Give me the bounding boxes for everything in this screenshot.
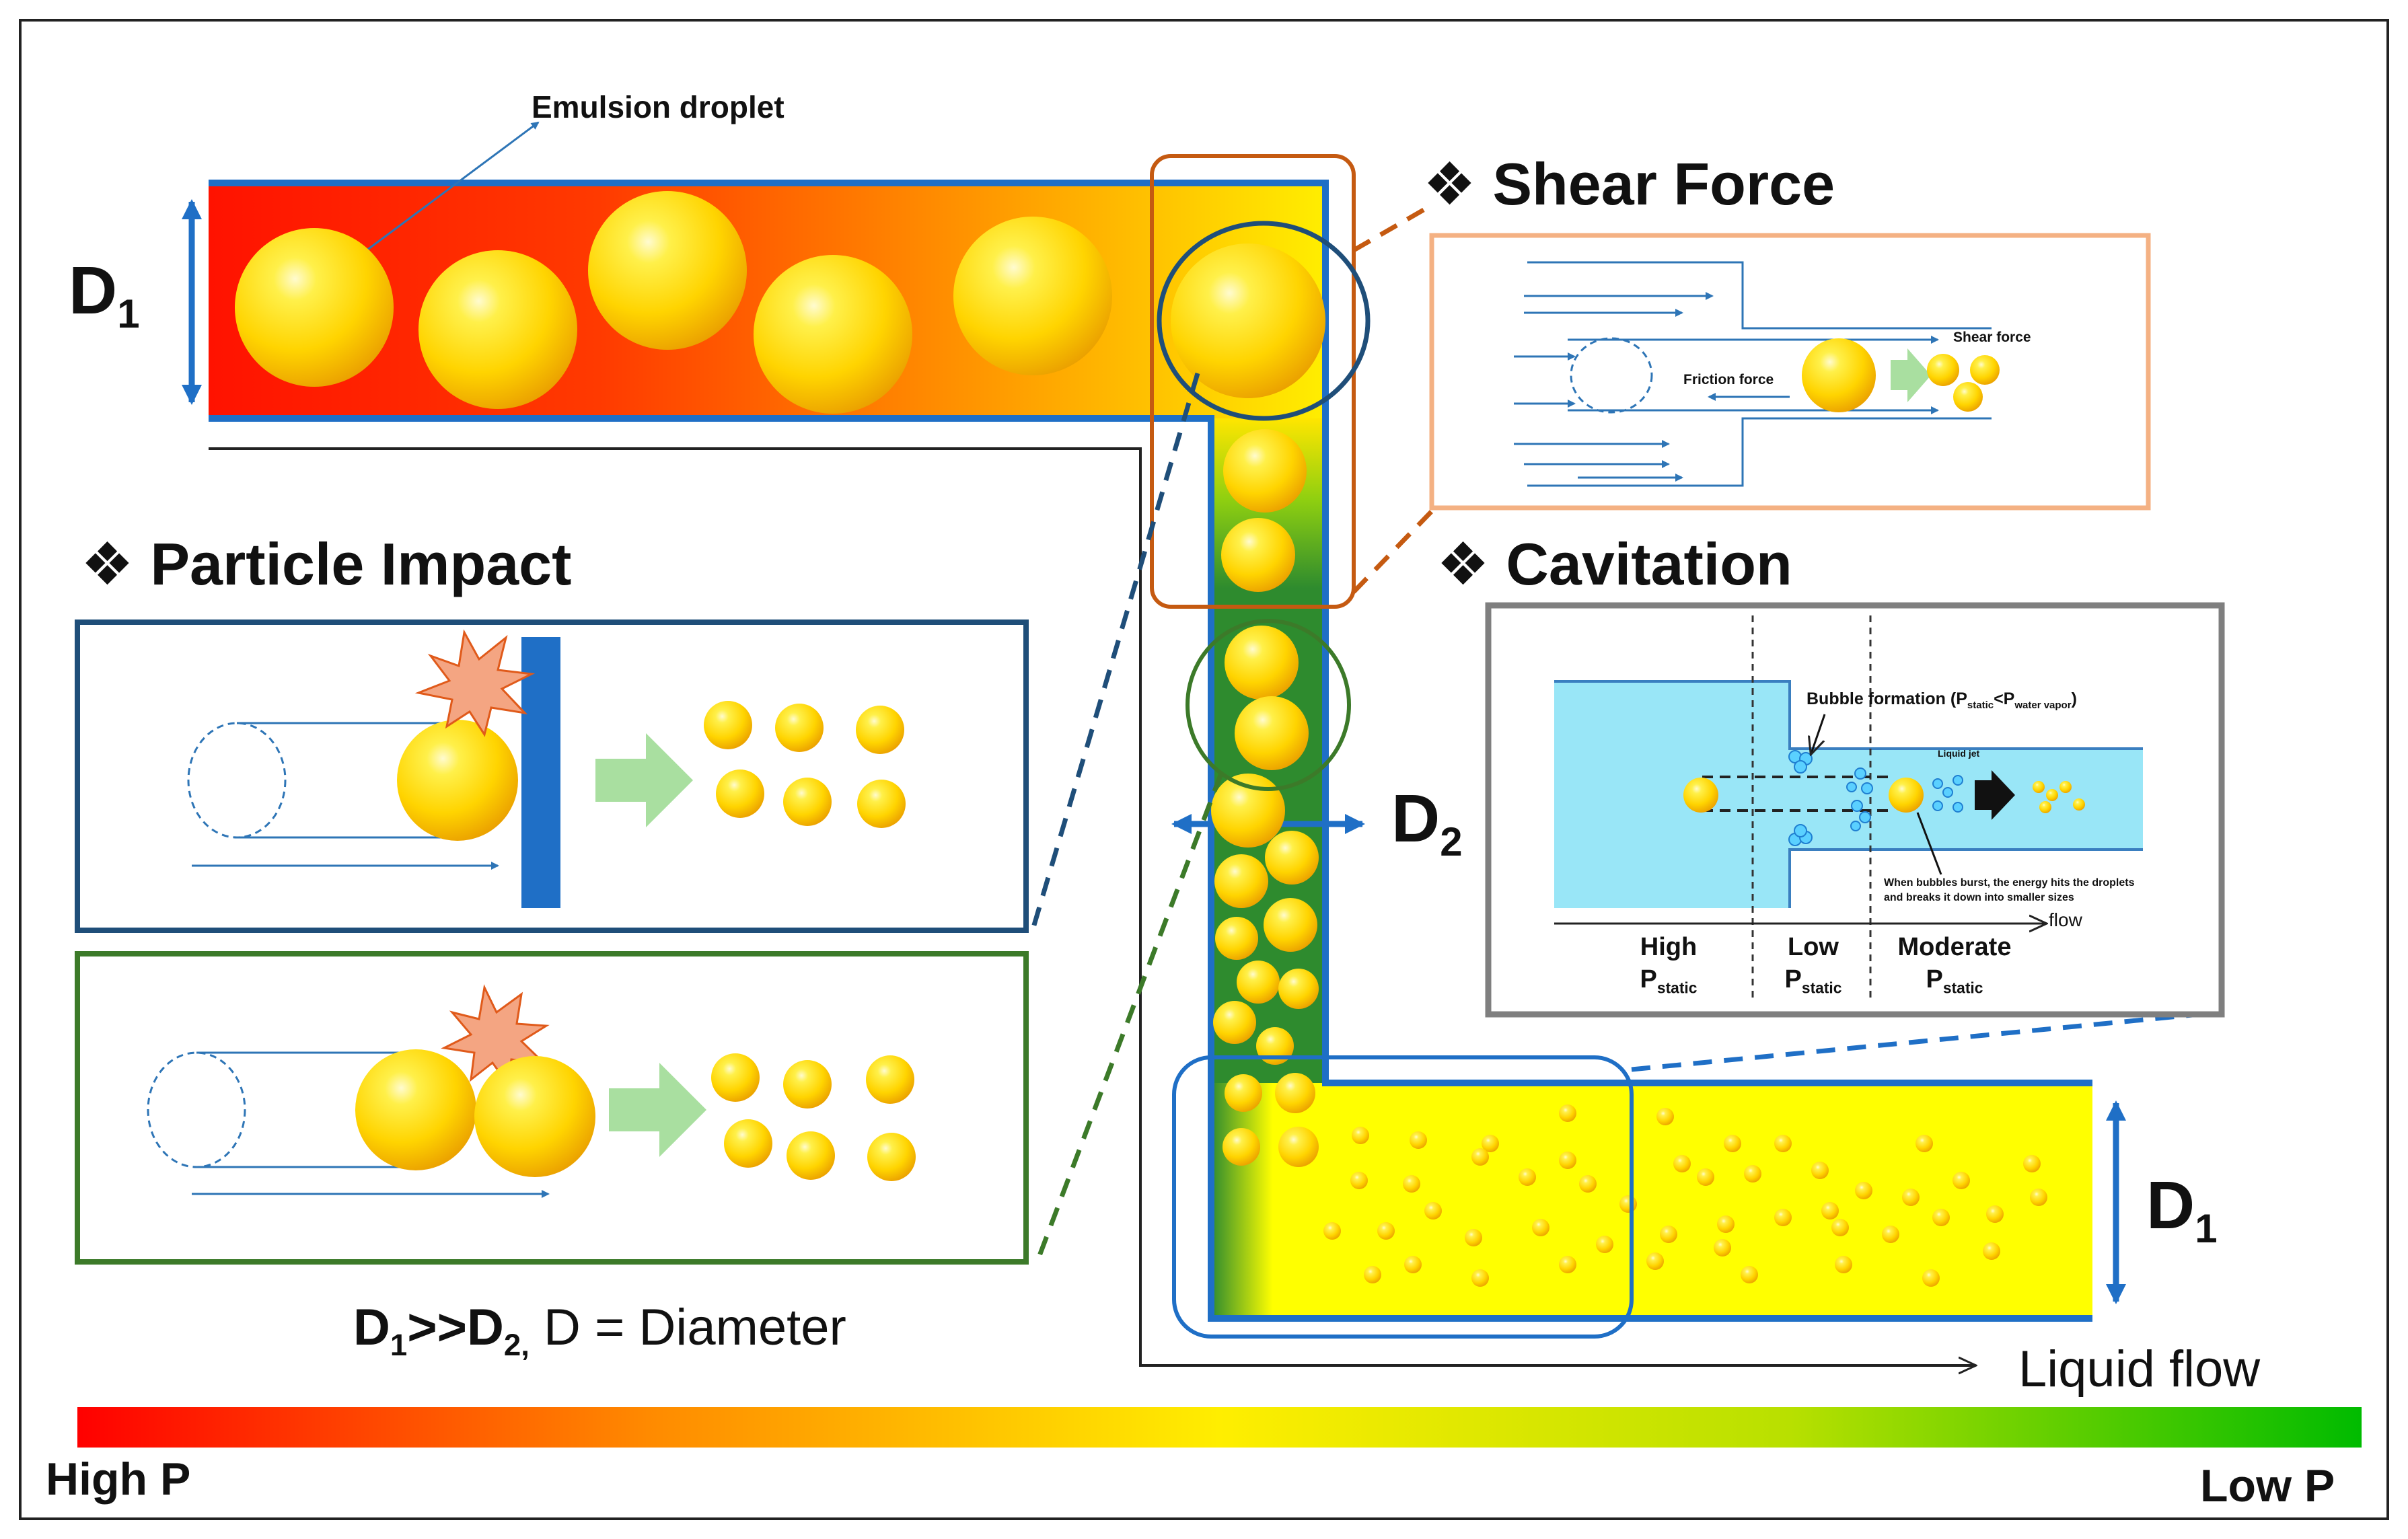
small-droplet [1882, 1226, 1899, 1243]
large-droplets [235, 191, 1325, 414]
small-droplet [1821, 1202, 1839, 1219]
small-droplet [1986, 1205, 2004, 1223]
d1-top-label: D1 [69, 253, 140, 336]
small-droplet [1532, 1219, 1549, 1236]
high-pressure-label: High P [46, 1454, 191, 1505]
liquid-jet-label: Liquid jet [1938, 748, 1980, 759]
small-droplet [1916, 1135, 1933, 1152]
small-droplet [1932, 1209, 1950, 1226]
friction-force-label: Friction force [1683, 372, 1774, 387]
d1-bottom-label: D1 [2146, 1168, 2218, 1251]
small-droplet [1835, 1256, 1852, 1273]
small-droplet [1724, 1135, 1741, 1152]
wall-icon [521, 637, 560, 908]
small-droplet [1774, 1135, 1792, 1152]
small-droplet [2030, 1189, 2047, 1206]
impact-region-ellipse [1157, 221, 1371, 421]
small-droplet [1424, 1202, 1442, 1219]
small-droplet [1465, 1229, 1482, 1246]
shear-region-frame [1150, 154, 1356, 609]
cavitation-panel [1485, 602, 2225, 1018]
impact2-region-ellipse [1185, 619, 1351, 791]
small-droplet [1902, 1189, 1920, 1206]
shear-force-panel [1429, 233, 2151, 511]
low-pressure-label: Low P [2200, 1460, 2335, 1511]
medium-droplets [1211, 429, 1319, 1167]
small-droplet [1377, 1222, 1395, 1240]
small-droplet [1741, 1266, 1758, 1283]
small-droplet [1559, 1104, 1576, 1122]
small-droplet [1744, 1165, 1761, 1183]
small-droplet [1559, 1152, 1576, 1169]
small-droplet [1811, 1162, 1829, 1179]
diameter-note: D1>>D2, D = Diameter [353, 1299, 846, 1363]
liquid-flow-label: Liquid flow [2018, 1341, 2261, 1398]
particle-impact-panel [75, 620, 1029, 933]
small-droplet [1404, 1256, 1422, 1273]
small-droplet [1717, 1215, 1735, 1233]
small-droplet [2023, 1155, 2041, 1172]
emulsion-leader-line [366, 121, 540, 252]
small-droplet [1697, 1168, 1714, 1186]
particle-collision-panel [75, 951, 1029, 1265]
shear-force-title: ❖ Shear Force [1423, 151, 1835, 217]
small-droplet [1596, 1236, 1613, 1253]
outer-frame [19, 19, 2389, 1520]
small-droplet [1579, 1175, 1597, 1193]
small-droplet [1922, 1269, 1940, 1287]
small-droplet [1774, 1209, 1792, 1226]
small-droplet [1673, 1155, 1691, 1172]
small-droplet [1350, 1172, 1368, 1189]
small-droplet [1352, 1127, 1369, 1144]
small-droplet [1403, 1175, 1420, 1193]
small-droplet [1482, 1135, 1499, 1152]
small-droplet [1646, 1252, 1664, 1270]
liquid-flow-arrow [209, 447, 1975, 1365]
small-droplet [1471, 1148, 1489, 1166]
small-droplet [1519, 1168, 1536, 1186]
small-droplet [1364, 1266, 1381, 1283]
small-droplet [1953, 1172, 1970, 1189]
burst-note: When bubbles burst, the energy hits the … [1884, 877, 2135, 903]
small-droplet [1855, 1182, 1872, 1199]
bubble-formation-label: Bubble formation (Pstatic<Pwater vapor) [1807, 689, 2077, 711]
small-droplet [1619, 1195, 1637, 1213]
small-droplet [1660, 1226, 1677, 1243]
small-droplets [1323, 1104, 2047, 1287]
small-droplet [1656, 1108, 1674, 1125]
small-droplet [1323, 1222, 1341, 1240]
small-droplet [1471, 1269, 1489, 1287]
pressure-scale-bar [77, 1407, 2362, 1448]
small-droplet [1410, 1131, 1427, 1149]
shear-force-label: Shear force [1953, 330, 2031, 345]
small-droplet [1983, 1242, 2000, 1260]
small-droplet [1714, 1239, 1731, 1256]
emulsion-droplet-label: Emulsion droplet [532, 89, 785, 124]
particle-impact-title: ❖ Particle Impact [81, 531, 572, 597]
cavitation-title: ❖ Cavitation [1436, 531, 1792, 597]
d2-label: D2 [1391, 781, 1463, 864]
small-droplet [1831, 1219, 1849, 1236]
burst-star-icon [414, 629, 536, 737]
bottom-pipe [1211, 1083, 2092, 1318]
cavitation-region-frame [1172, 1055, 1634, 1339]
arrow-right-icon [595, 733, 693, 827]
small-droplet [1559, 1256, 1576, 1273]
flow-label: flow [2049, 909, 2082, 930]
